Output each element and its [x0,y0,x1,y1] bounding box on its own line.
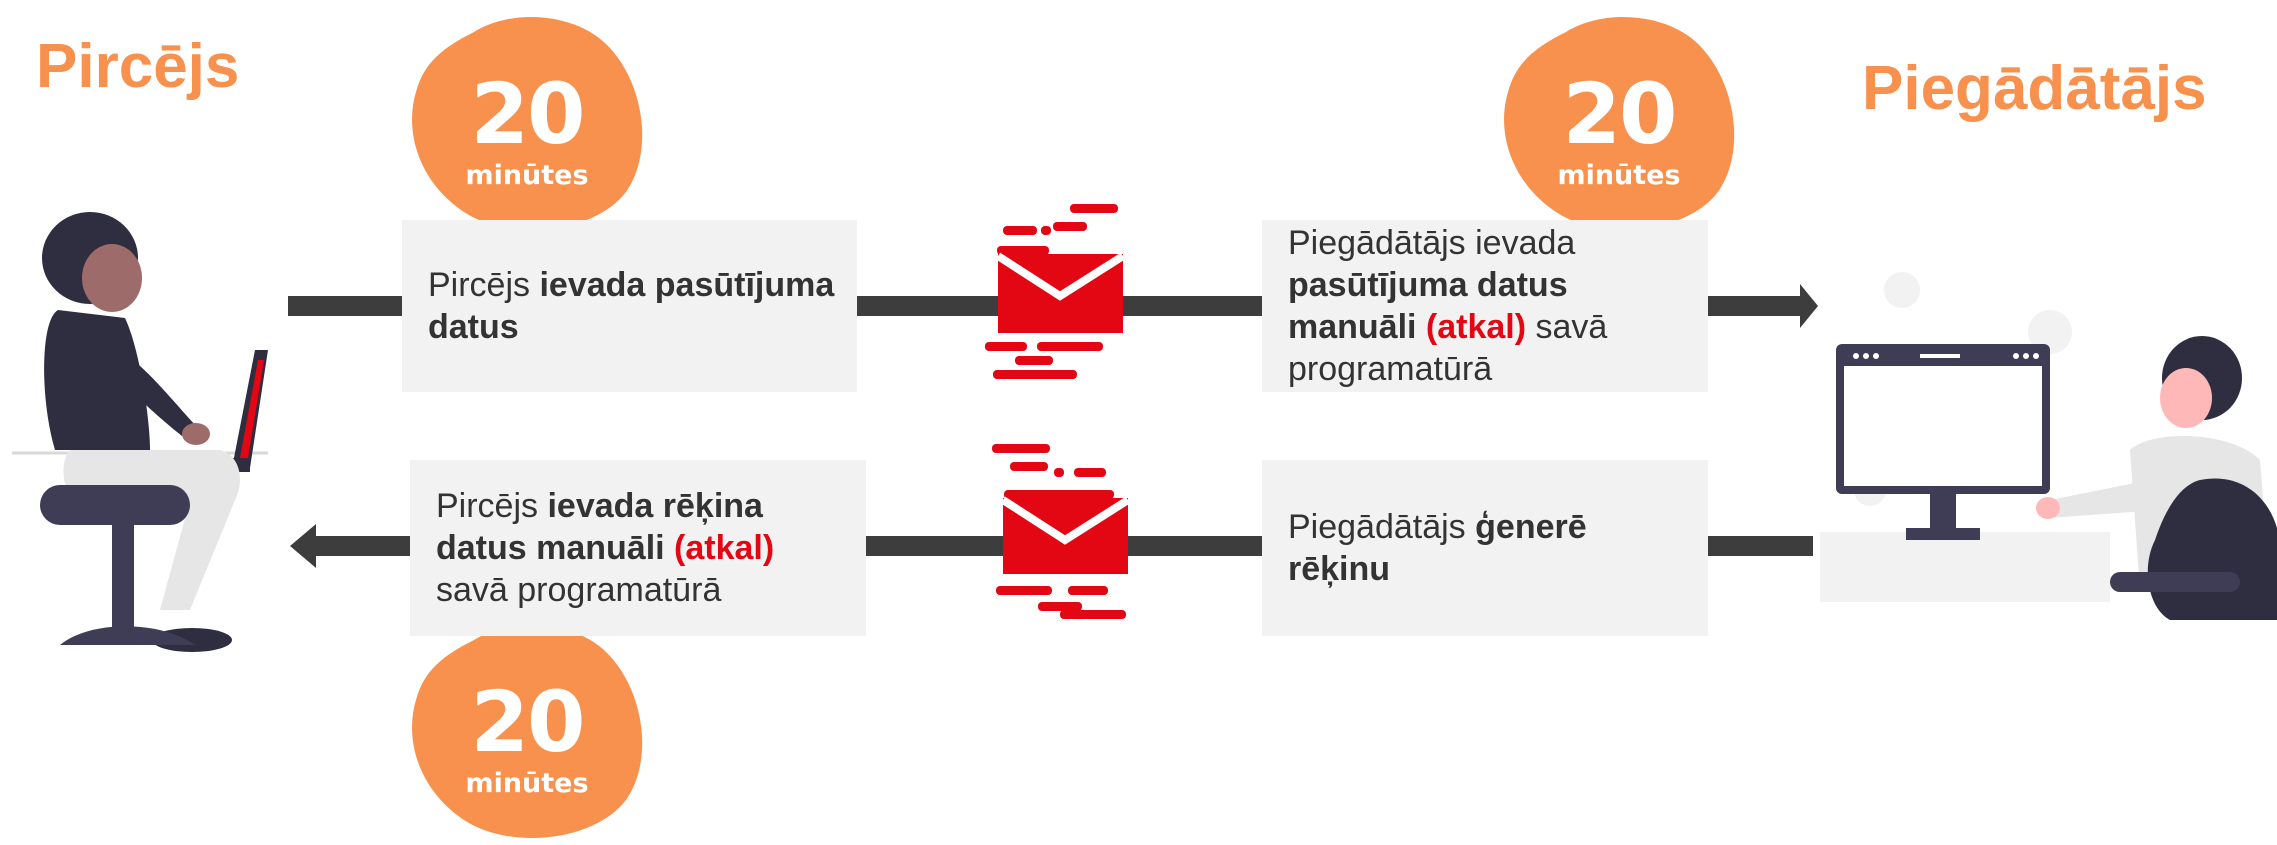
step-text: Piegādātājs ģenerē rēķinu [1288,506,1688,590]
bottom-arrow-head [290,524,316,568]
blob-shape [1504,16,1735,231]
step-text: Pircējs ievada rēķina datus manuāli (atk… [436,485,852,611]
step-box-supplier-enters-order: Piegādātājs ievada pasūtījuma datus manu… [1262,220,1708,392]
bottom-line-segment-3 [1708,536,1813,556]
text-normal: Pircējs [436,487,548,525]
step-box-supplier-generates-invoice: Piegādātājs ģenerē rēķinu [1262,460,1708,636]
person-computer-illustration [1820,272,2277,620]
text-normal: Pircējs [428,266,540,304]
text-bold: ievada pasūtījuma datus [428,266,835,346]
text-normal: Piegādātājs ievada [1288,224,1576,262]
bottom-line-segment-1 [312,536,412,556]
badge-value: 20 [470,65,586,163]
step-text: Piegādātājs ievada pasūtījuma datus manu… [1288,222,1688,390]
badge-unit: minūtes [465,768,589,799]
supplier-title: Piegādātājs [1862,54,2207,123]
badge-unit: minūtes [465,160,589,191]
badge-value: 20 [1562,65,1678,163]
buyer-title: Pircējs [36,32,240,101]
envelope-icon [985,204,1126,379]
top-line-segment-3 [1708,296,1808,316]
badge-unit: minūtes [1557,160,1681,191]
time-badge-top-left: 20 minūtes [404,12,650,236]
envelope-icon [992,444,1131,619]
time-badge-top-right: 20 minūtes [1496,12,1742,236]
text-normal: savā programatūrā [436,571,722,609]
text-normal: savā programatūrā [1288,308,1608,388]
text-red: (atkal) [664,529,775,567]
text-bold: pasūtījuma datus manuāli [1288,266,1568,346]
blob-shape [412,624,643,839]
top-line-segment-1 [288,296,403,316]
text-bold: ģenerē rēķinu [1288,508,1587,588]
badge-value: 20 [470,673,586,771]
blob-shape [412,16,643,231]
time-badge-bottom-left: 20 minūtes [404,620,650,844]
step-text: Pircējs ievada pasūtījuma datus [428,264,857,348]
step-box-buyer-enters-order: Pircējs ievada pasūtījuma datus [402,220,857,392]
top-arrow-head [1800,284,1818,328]
text-red: (atkal) [1416,308,1527,346]
text-bold: ievada rēķina datus manuāli [436,487,763,567]
text-normal: Piegādātājs [1288,508,1476,546]
person-laptop-illustration [12,212,268,652]
step-box-buyer-enters-invoice: Pircējs ievada rēķina datus manuāli (atk… [410,460,866,636]
